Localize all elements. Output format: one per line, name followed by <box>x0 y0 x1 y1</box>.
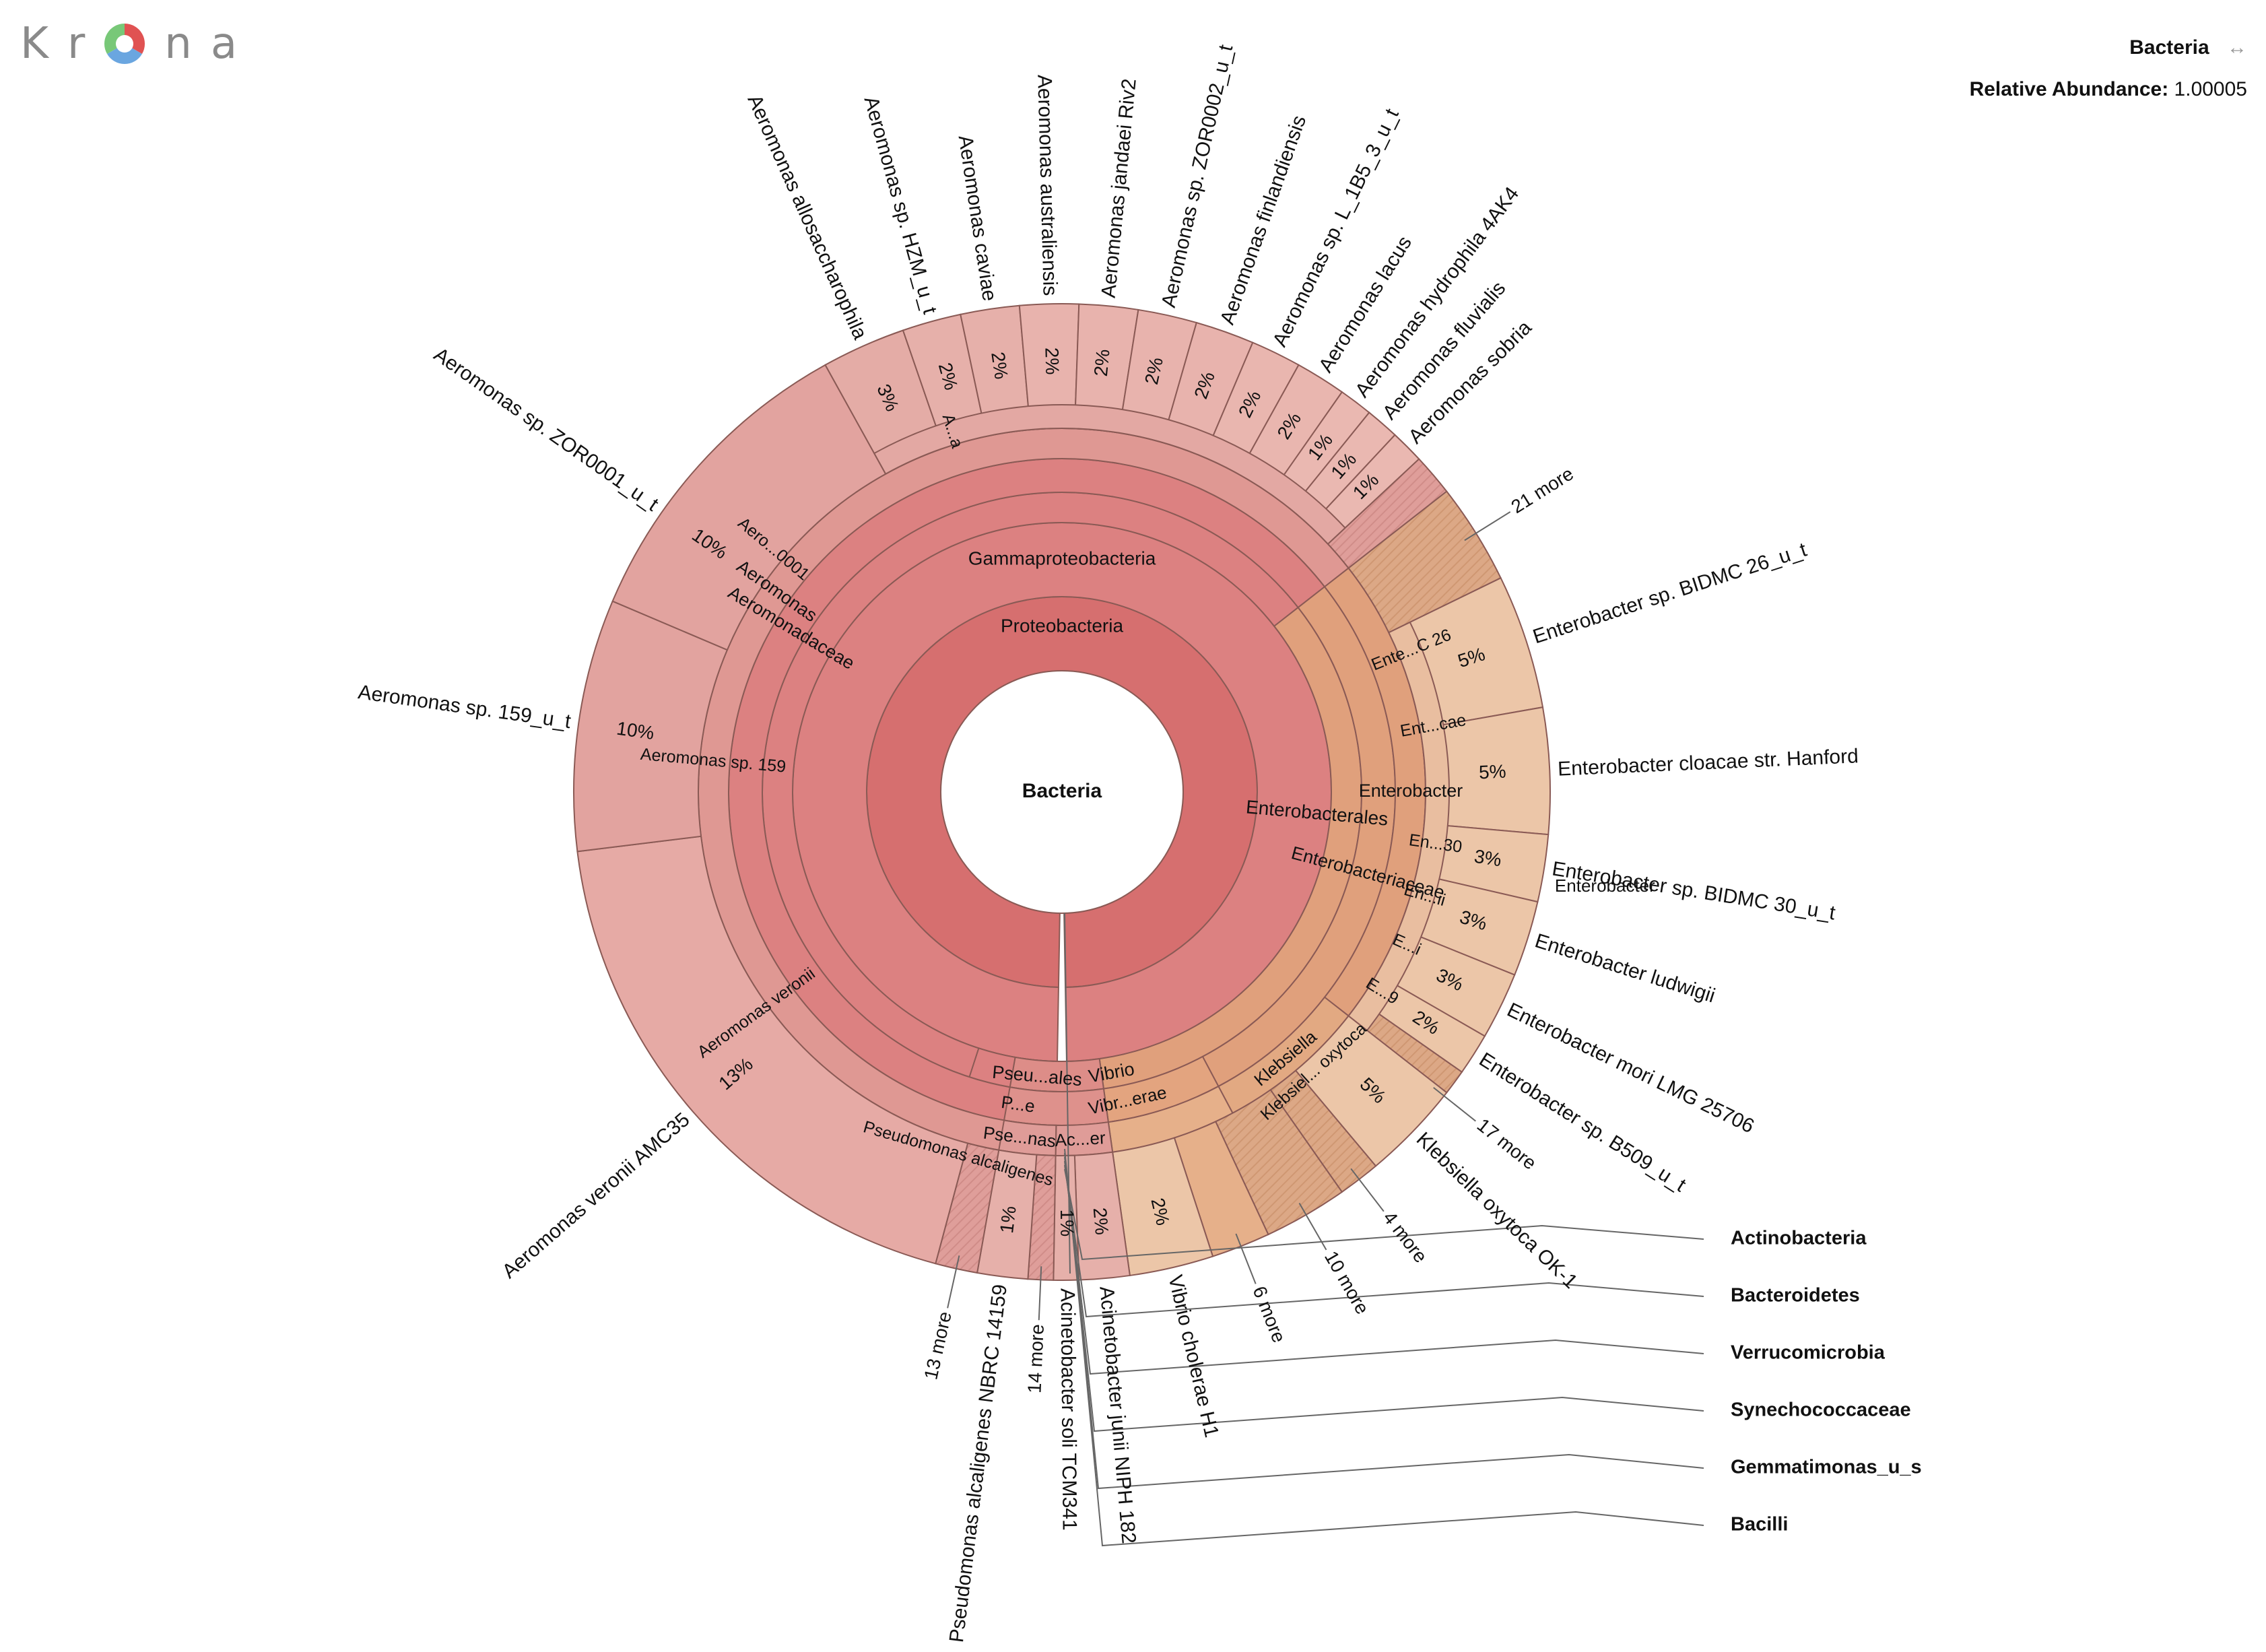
species-name-5: Aeromonas caviae <box>954 134 1001 303</box>
minor-taxon-0: Actinobacteria <box>1731 1228 1867 1249</box>
logo-text-left: Kr <box>20 19 104 69</box>
genus-label-enterobacter: Enterobacter <box>1359 781 1463 801</box>
species-aeromonas-veronii[interactable] <box>576 835 969 1265</box>
species-name-15: Enterobacter sp. BIDMC 26_u_t <box>1530 538 1809 648</box>
more-leader-4 <box>1235 1233 1257 1284</box>
species-name-6: Aeromonas australiensis <box>1033 74 1061 296</box>
abundance-value: 1.00005 <box>2174 78 2247 100</box>
species-name-24: Acinetobacter soli TCM341 <box>1057 1288 1081 1531</box>
species-name-1: Aeromonas sp. 159_u_t <box>357 681 573 733</box>
species-name-19: Enterobacter mori LMG 25706 <box>1504 999 1758 1138</box>
more-label-3: 10 more <box>1321 1247 1373 1317</box>
minor-taxon-connector-5 <box>1064 1148 1704 1547</box>
minor-taxon-5: Bacilli <box>1731 1514 1788 1535</box>
center-divider <box>1064 913 1071 1274</box>
genus-label-ac-er: Ac...er <box>1055 1127 1106 1150</box>
left-right-arrow-icon[interactable]: ↔ <box>2227 36 2247 59</box>
more-leader-1 <box>1433 1087 1476 1122</box>
center-circle[interactable] <box>940 670 1184 914</box>
krona-logo[interactable]: Kr na <box>20 13 256 74</box>
more-label-4: 6 more <box>1248 1284 1290 1346</box>
krona-wheel-icon <box>104 23 145 65</box>
species-name-23: Acinetobacter junii NIPH 182 <box>1095 1286 1139 1545</box>
species-name-3: Aeromonas allosaccharophila <box>743 92 871 343</box>
species-percent-7: 2% <box>1090 348 1114 377</box>
more-leader-2 <box>1350 1168 1385 1212</box>
minor-taxon-2: Verrucomicrobia <box>1731 1342 1886 1364</box>
focus-row: Bacteria ↔ <box>1970 27 2247 69</box>
species-percent-17: 3% <box>1473 846 1503 871</box>
root-label: Bacteria <box>1022 780 1102 802</box>
species-percent-25: 1% <box>996 1205 1020 1234</box>
enterobacter-hover-label: Enterobacter <box>1555 875 1655 896</box>
strain-ring-aeromonas[interactable] <box>873 404 1346 546</box>
species-percent-1: 10% <box>615 718 656 744</box>
species-name-7: Aeromonas jandaei Riv2 <box>1098 77 1141 299</box>
more-leader-6 <box>947 1255 960 1309</box>
minor-taxon-connector-0 <box>1064 1168 1704 1261</box>
logo-text-right: na <box>164 19 257 69</box>
species-name-21: Klebsiella oxytoca OK-1 <box>1412 1128 1582 1293</box>
label-connectors <box>947 511 1704 1547</box>
ring-label-gammaproteobacteria: Gammaproteobacteria <box>968 548 1156 568</box>
species-percent-16: 5% <box>1478 761 1506 783</box>
abundance-label: Relative Abundance: <box>1969 78 2169 100</box>
more-label-6: 13 more <box>920 1309 955 1381</box>
species-name-4: Aeromonas sp. HZM_u_t <box>860 94 941 317</box>
sunburst-wedges[interactable] <box>573 303 1552 1281</box>
more-leader-0 <box>1464 511 1511 541</box>
strain-ring-enterobacter[interactable] <box>1347 621 1450 1032</box>
species-pseudomonas-more-13[interactable] <box>935 1142 1000 1274</box>
species-percent-6: 2% <box>1041 348 1063 375</box>
species-percent-24: 1% <box>1057 1210 1077 1237</box>
species-name-16: Enterobacter cloacae str. Hanford <box>1558 745 1859 780</box>
species-percent-23: 2% <box>1090 1207 1112 1236</box>
family-label-p-e: P...e <box>1000 1092 1036 1117</box>
species-name-0: Aeromonas sp. ZOR0001_u_t <box>430 343 663 516</box>
species-name-22: Vibrio cholerae H1 <box>1164 1273 1223 1439</box>
minor-taxon-4: Gemmatimonas_u_s <box>1731 1457 1922 1478</box>
minor-taxon-1: Bacteroidetes <box>1731 1285 1860 1307</box>
minor-taxon-connector-1 <box>1064 1164 1704 1318</box>
more-label-0: 21 more <box>1507 463 1577 517</box>
more-leader-5 <box>1038 1266 1042 1321</box>
more-label-1: 17 more <box>1473 1115 1541 1174</box>
species-name-25: Pseudomonas alcaligenes NBRC 14159 <box>945 1283 1011 1643</box>
species-name-8: Aeromonas sp. ZOR0002_u_t <box>1158 42 1238 310</box>
more-label-5: 14 more <box>1024 1323 1047 1393</box>
minor-taxon-connector-2 <box>1064 1160 1704 1375</box>
ring-label-proteobacteria: Proteobacteria <box>1001 615 1124 636</box>
minor-taxon-3: Synechococcaceae <box>1731 1399 1911 1421</box>
focus-name: Bacteria <box>2129 36 2209 59</box>
info-panel: Bacteria ↔ Relative Abundance: 1.00005 <box>1970 27 2247 110</box>
species-percent-5: 2% <box>987 350 1012 381</box>
species-name-18: Enterobacter ludwigii <box>1532 929 1718 1007</box>
abundance-row: Relative Abundance: 1.00005 <box>1970 69 2247 110</box>
species-name-2: Aeromonas veronii AMC35 <box>498 1109 694 1283</box>
